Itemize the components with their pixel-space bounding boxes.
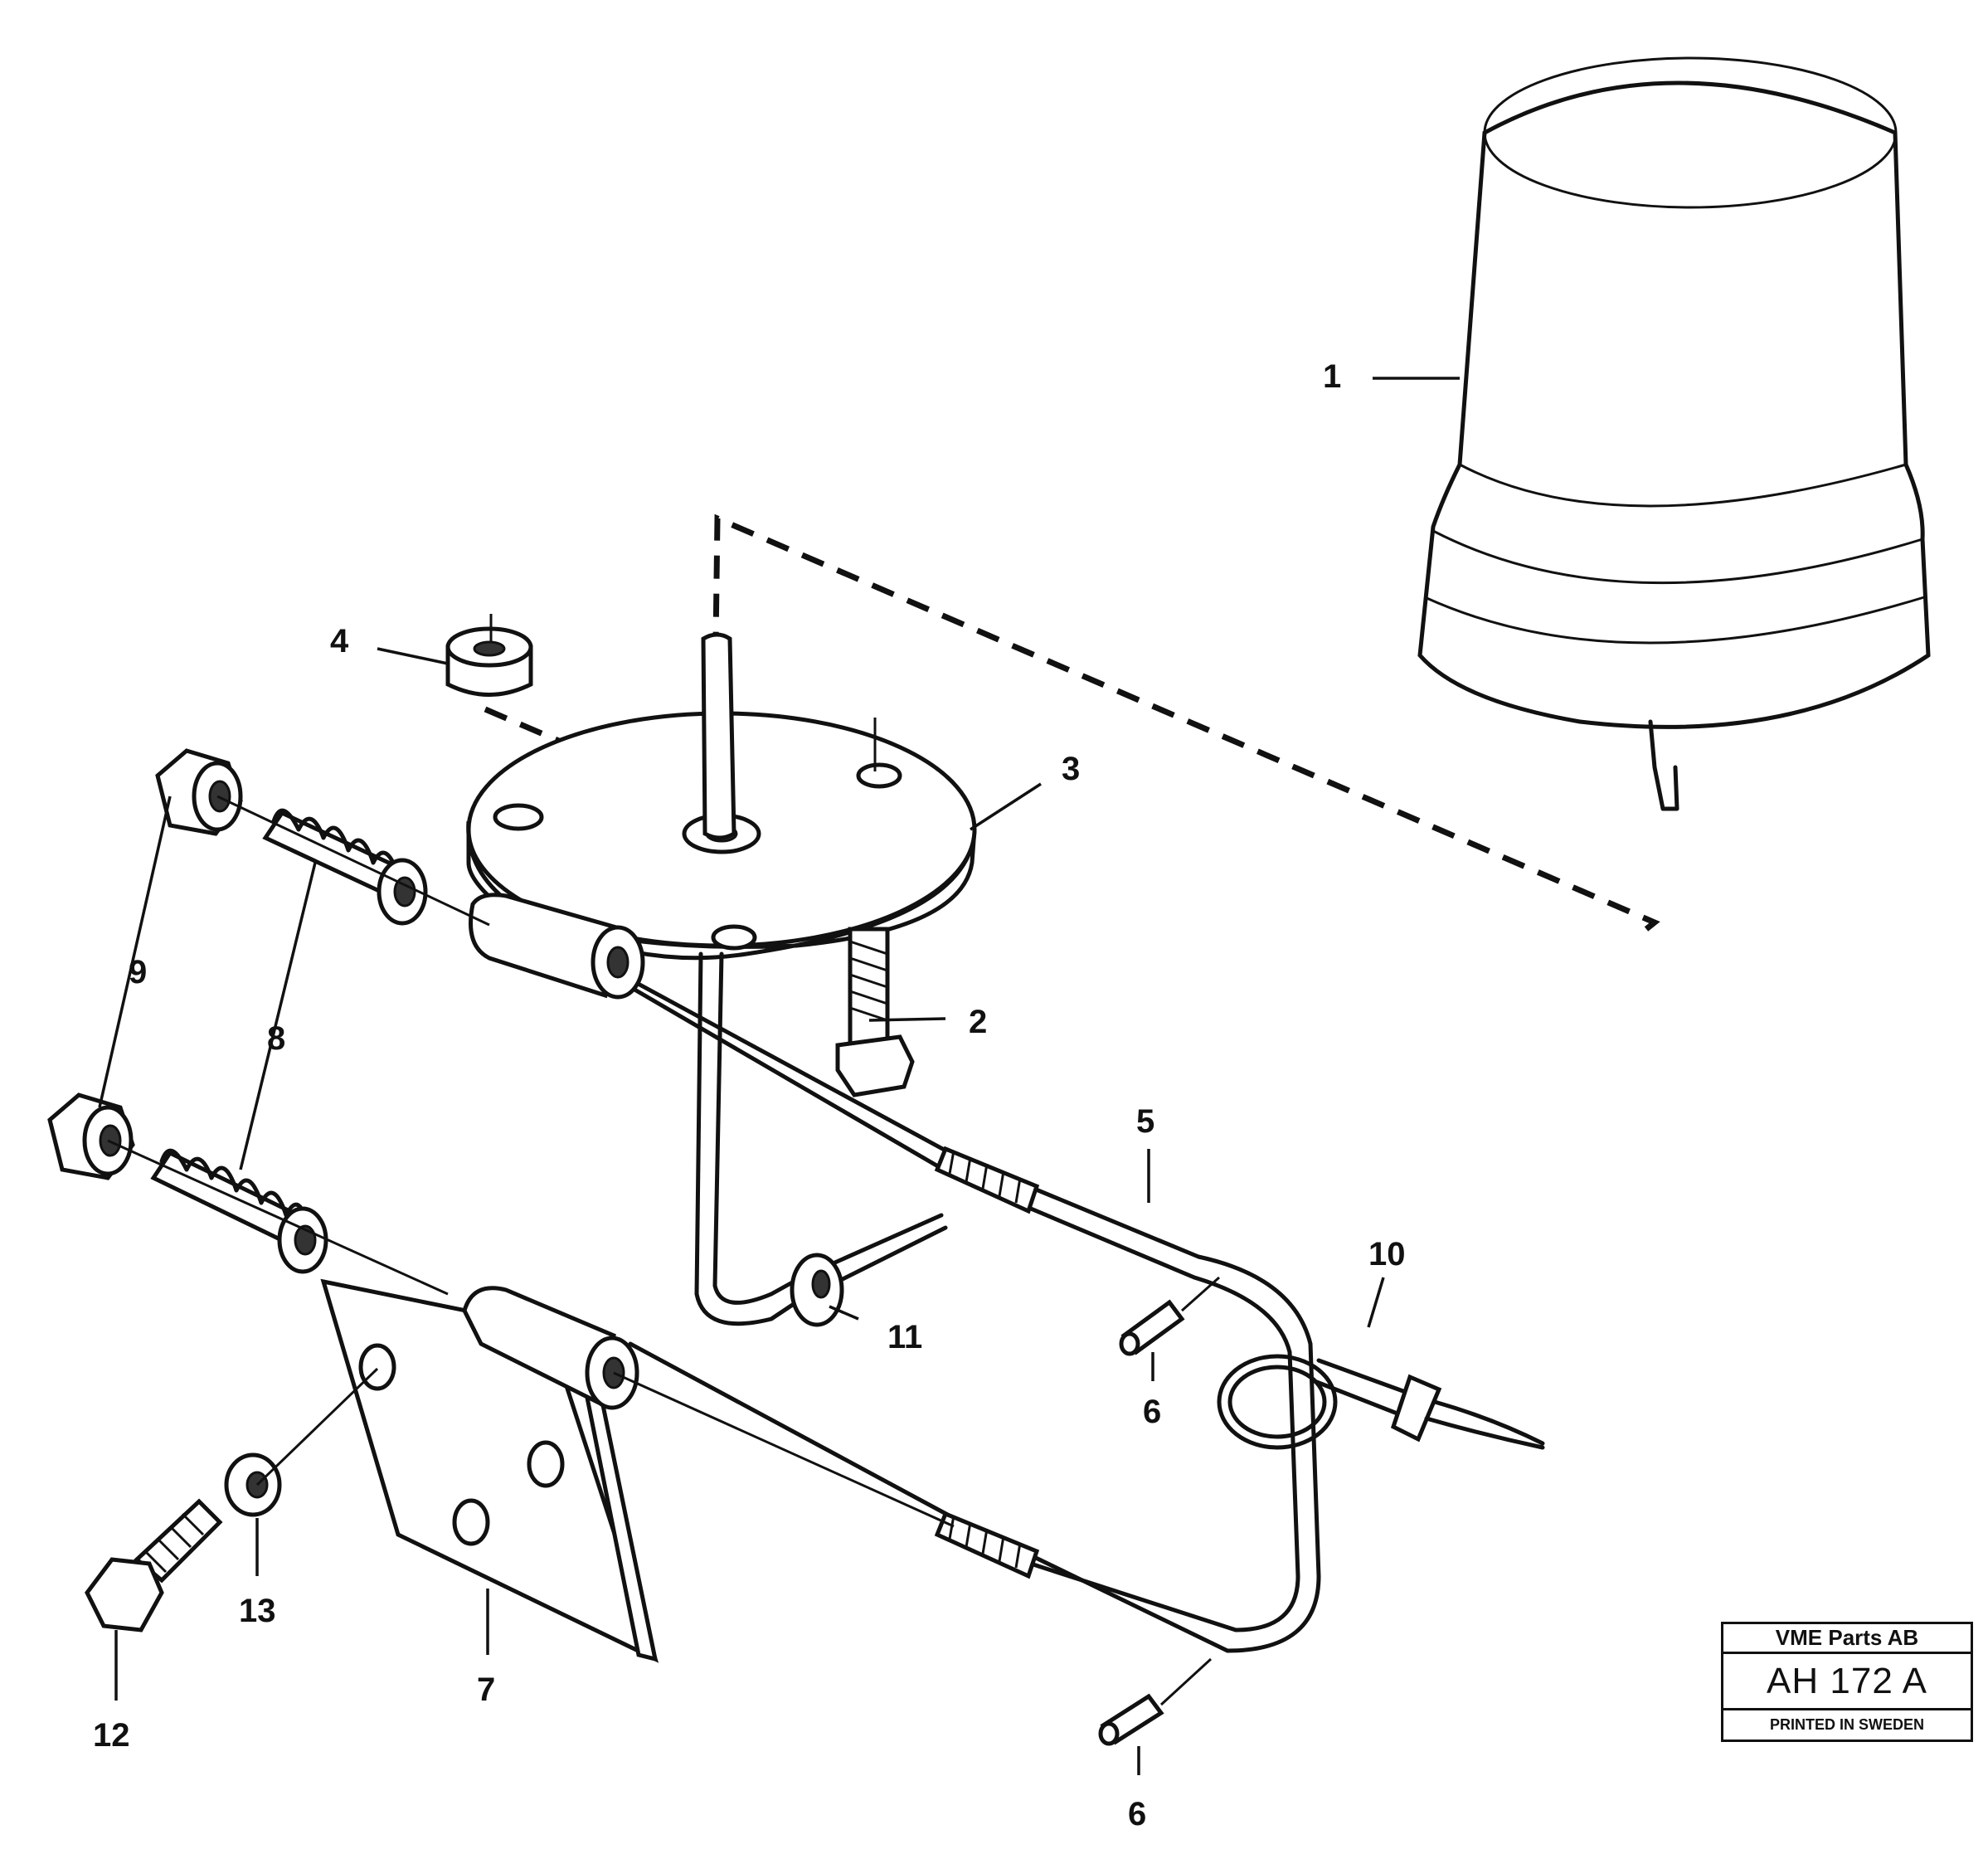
callout-3: 3	[1062, 751, 1080, 787]
cable-grommet	[694, 951, 948, 1327]
spacer-tube-upper	[469, 893, 645, 1000]
callout-8: 8	[267, 1020, 285, 1057]
bolt	[85, 1498, 223, 1632]
callout-7: 7	[477, 1671, 495, 1708]
title-stamp: VME Parts AB AH 172 A PRINTED IN SWEDEN	[1721, 1622, 1973, 1742]
cable-tie	[1217, 1354, 1545, 1450]
u-bolt	[611, 968, 1321, 1653]
callout-11: 11	[887, 1319, 922, 1355]
washer	[224, 1452, 282, 1517]
spring-upper	[262, 808, 428, 926]
callout-12: 12	[93, 1717, 130, 1754]
callout-4: 4	[330, 623, 349, 659]
leader-lines	[98, 377, 1460, 1775]
callout-9: 9	[129, 954, 147, 990]
nut-upper	[155, 748, 243, 836]
grommet	[445, 614, 533, 697]
callout-6-lower: 6	[1128, 1796, 1146, 1832]
callout-1: 1	[1323, 358, 1341, 395]
callout-2: 2	[969, 1004, 987, 1040]
callout-13: 13	[239, 1593, 276, 1629]
stamp-printed: PRINTED IN SWEDEN	[1769, 1716, 1924, 1733]
bracket-plate	[320, 1278, 659, 1663]
stamp-company: VME Parts AB	[1723, 1624, 1971, 1654]
pin-upper	[1119, 1276, 1220, 1356]
mounting-plate	[466, 632, 977, 961]
beacon-dome	[1417, 56, 1931, 811]
pin-lower	[1098, 1657, 1213, 1746]
nut-lower	[47, 1092, 135, 1180]
screw	[835, 927, 915, 1097]
callout-labels: 1 2 3 4 5 6 6 7 8 9 10 11 12 13	[93, 358, 1406, 1832]
stamp-code: AH 172 A	[1723, 1654, 1971, 1710]
callout-10: 10	[1368, 1236, 1406, 1272]
callout-5: 5	[1136, 1103, 1154, 1140]
callout-6-upper: 6	[1143, 1394, 1161, 1430]
